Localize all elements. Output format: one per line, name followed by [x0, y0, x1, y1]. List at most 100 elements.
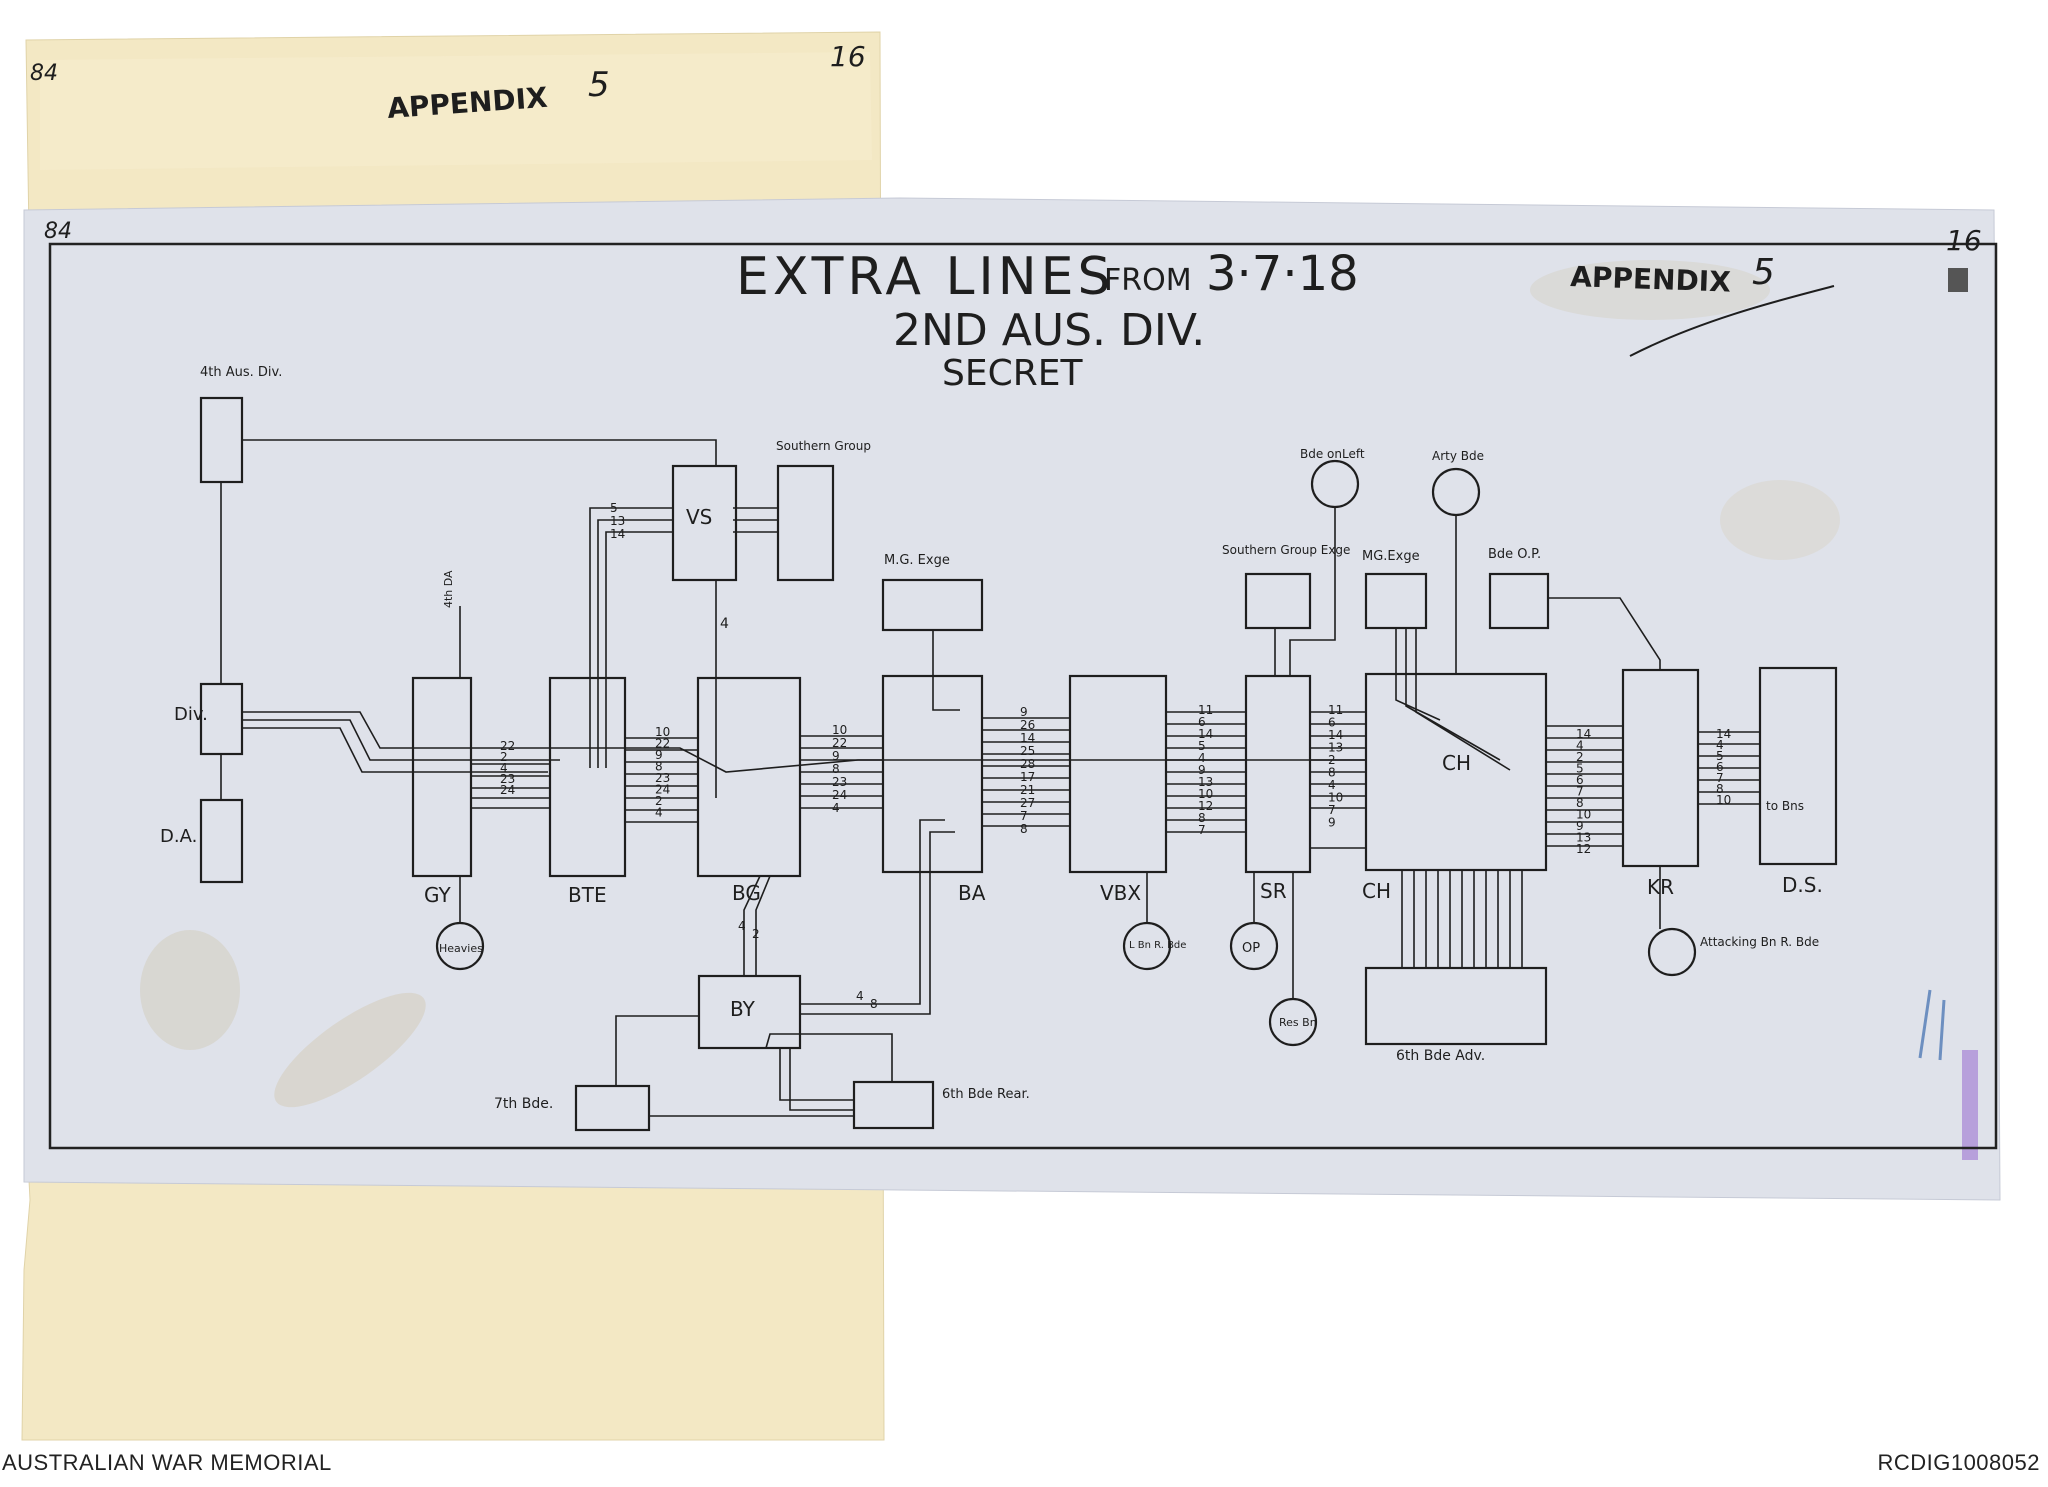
label-ch: CH [1362, 879, 1391, 903]
label-by: BY [730, 997, 756, 1021]
label-4th-aus-div: 4th Aus. Div. [200, 365, 282, 380]
line-number-kr-ds: 10 [1716, 793, 1731, 807]
line-number-vs-in: 5 [610, 501, 618, 515]
label-ba: BA [958, 881, 986, 905]
diagram-border [48, 242, 1998, 1150]
diagram-title-from: FROM [1104, 263, 1192, 298]
archive-catalogue-id: RCDIG1008052 [1877, 1450, 2040, 1475]
label-4th-da: 4th DA [442, 570, 455, 608]
line-number-ch-kr: 8 [1576, 796, 1584, 810]
line-number-bg-ba: 10 [832, 723, 847, 737]
line-number-bte-bg: 4 [655, 806, 663, 820]
label-attacking-bn: Attacking Bn R. Bde [1700, 935, 1819, 949]
exchange-labels: Div. D.A. 4th Aus. Div. GY BTE BG BA VBX… [160, 365, 1823, 1112]
line-number-bg-by: 2 [752, 927, 760, 941]
line-number-bg-vs: 4 [720, 616, 729, 632]
label-sr: SR [1260, 879, 1287, 903]
line-number-bte-bg: 24 [655, 783, 670, 797]
overlay-sheet [23, 197, 2001, 1201]
diagram-title-date: 3·7·18 [1206, 246, 1359, 302]
line-number-ch-kr: 9 [1576, 819, 1584, 833]
box-sr [1244, 674, 1312, 874]
line-number-sr-ch: 6 [1328, 716, 1336, 730]
line-number-sr-ch: 8 [1328, 766, 1336, 780]
box-6th-bde-adv [1364, 966, 1548, 1046]
box-bg [696, 676, 802, 878]
line-number-bg-by: 4 [738, 919, 746, 933]
line-number-sr-ch: 4 [1328, 778, 1336, 792]
line-number-vbx-sr: 11 [1198, 703, 1213, 717]
line-number-sr-ch: 13 [1328, 741, 1343, 755]
archive-source-label: AUSTRALIAN WAR MEMORIAL [2, 1450, 332, 1475]
line-number-bg-ba: 4 [832, 801, 840, 815]
line-number-gy-bte: 24 [500, 783, 515, 797]
box-bde-op [1488, 572, 1550, 630]
box-vs [671, 464, 738, 582]
line-number-by-ba: 4 [856, 989, 864, 1003]
line-number-by-ba: 8 [870, 997, 878, 1011]
line-number-kr-ds: 4 [1716, 738, 1724, 752]
circle-attacking-bn [1647, 927, 1697, 977]
line-number-bte-bg: 10 [655, 725, 670, 739]
line-number-vs-in: 13 [610, 514, 625, 528]
line-number-ba-vbx: 27 [1020, 796, 1035, 810]
pencil-stroke [1629, 285, 1835, 357]
overlay-folio-right: 16 [1946, 224, 1982, 257]
line-number-sr-ch: 10 [1328, 791, 1343, 805]
line-number-kr-ds: 5 [1716, 749, 1724, 763]
label-vbx: VBX [1100, 881, 1141, 905]
backing-folio-left: 84 [30, 61, 58, 86]
line-number-ch-kr: 2 [1576, 750, 1584, 764]
label-heavies: Heavies [439, 942, 483, 955]
line-number-bte-bg: 22 [655, 737, 670, 751]
line-number-ch-kr: 13 [1576, 831, 1591, 845]
diagram-title: EXTRA LINES [736, 247, 1115, 307]
line-number-kr-ds: 14 [1716, 727, 1731, 741]
label-res-bn: Res Bn [1279, 1016, 1317, 1029]
overlay-appendix-stamp: APPENDIX [1570, 260, 1732, 299]
label-6th-bde-rear: 6th Bde Rear. [942, 1087, 1030, 1102]
line-number-bg-ba: 8 [832, 762, 840, 776]
line-number-vbx-sr: 6 [1198, 715, 1206, 729]
line-number-ba-vbx: 21 [1020, 783, 1035, 797]
line-number-ba-vbx: 9 [1020, 705, 1028, 719]
line-number-ba-vbx: 17 [1020, 770, 1035, 784]
diagram-subtitle: 2ND AUS. DIV. [893, 305, 1205, 356]
line-number-ba-vbx: 26 [1020, 718, 1035, 732]
line-number-ba-vbx: 25 [1020, 744, 1035, 758]
label-mg-exge-left: M.G. Exge [884, 553, 950, 568]
line-number-ba-vbx: 14 [1020, 731, 1035, 745]
label-southern-group: Southern Group [776, 439, 871, 453]
line-number-vbx-sr: 8 [1198, 811, 1206, 825]
box-6th-bde-rear [852, 1080, 935, 1130]
line-number-ch-kr: 12 [1576, 842, 1591, 856]
line-number-sr-ch: 14 [1328, 728, 1343, 742]
line-number-vs-in: 14 [610, 527, 625, 541]
label-7th-bde: 7th Bde. [494, 1096, 553, 1112]
line-number-labels: 2224232410229823242410229823244926142528… [500, 501, 1731, 1011]
box-by [697, 974, 802, 1050]
label-to-bns: to Bns [1766, 799, 1804, 813]
label-ds: D.S. [1782, 873, 1823, 897]
overlay-appendix-number: 5 [1752, 252, 1775, 293]
label-gy: GY [424, 883, 452, 907]
line-number-ch-kr: 5 [1576, 762, 1584, 776]
line-number-sr-ch: 7 [1328, 803, 1336, 817]
label-bde-op: Bde O.P. [1488, 547, 1541, 562]
line-number-kr-ds: 8 [1716, 782, 1724, 796]
line-number-bte-bg: 8 [655, 760, 663, 774]
line-number-sr-ch: 11 [1328, 703, 1343, 717]
line-number-ch-kr: 7 [1576, 785, 1584, 799]
label-vs: VS [686, 505, 712, 529]
diagram-classification: SECRET [942, 353, 1083, 394]
line-number-vbx-sr: 13 [1198, 775, 1213, 789]
line-number-vbx-sr: 9 [1198, 763, 1206, 777]
line-number-vbx-sr: 10 [1198, 787, 1213, 801]
line-number-ch-kr: 10 [1576, 808, 1591, 822]
line-number-gy-bte: 23 [500, 772, 515, 786]
label-bde-on-left: Bde onLeft [1300, 447, 1365, 461]
backing-folio-right: 16 [830, 40, 866, 73]
wiring [220, 439, 1760, 1117]
